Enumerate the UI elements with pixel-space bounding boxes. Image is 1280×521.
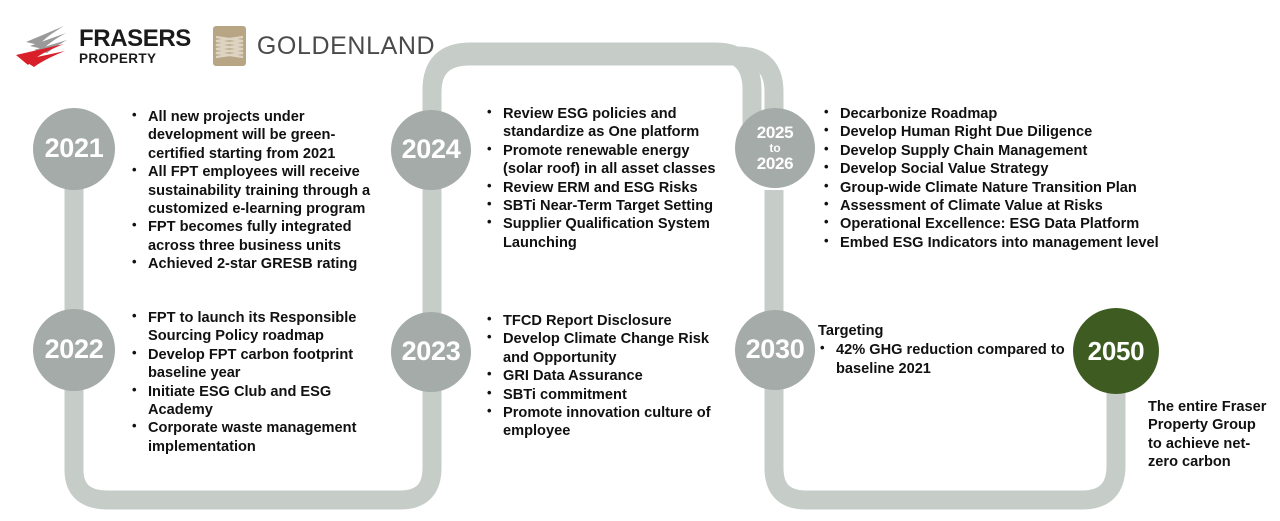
year-label-2023: 2023 xyxy=(401,336,461,367)
bullet-item: 42% GHG reduction compared to baseline 2… xyxy=(818,340,1066,378)
milestone-circle-2022[interactable]: 2022 xyxy=(33,309,115,391)
bullet-list-2025-2026: Decarbonize Roadmap Develop Human Right … xyxy=(822,104,1167,252)
bullet-item: TFCD Report Disclosure xyxy=(485,311,717,330)
bullet-item: Assessment of Climate Value at Risks xyxy=(822,196,1167,215)
year-label-2022: 2022 xyxy=(44,334,104,365)
bullet-item: Group-wide Climate Nature Transition Pla… xyxy=(822,177,1167,197)
bullet-item: Supplier Qualification System Launching xyxy=(485,214,717,252)
bullet-item: Achieved 2-star GRESB rating xyxy=(130,254,376,273)
year-label-2021: 2021 xyxy=(44,133,104,164)
milestone-circle-2050[interactable]: 2050 xyxy=(1073,308,1159,394)
bullet-item: Develop Supply Chain Management xyxy=(822,141,1167,160)
bullet-item: Embed ESG Indicators into management lev… xyxy=(822,233,1167,252)
bullet-item: Review ESG policies and standardize as O… xyxy=(485,104,717,142)
bullet-item: Develop Social Value Strategy xyxy=(822,159,1167,178)
bullet-item: Develop Climate Change Risk and Opportun… xyxy=(485,329,717,367)
logo-bar: FRASERS PROPERTY GOLDENLAND xyxy=(14,20,435,72)
bullet-item: Corporate waste management implementatio… xyxy=(130,418,370,456)
year-label-2024: 2024 xyxy=(401,134,461,165)
bullet-item: Initiate ESG Club and ESG Academy xyxy=(130,382,370,420)
milestone-circle-2024[interactable]: 2024 xyxy=(391,110,471,190)
bullet-list-2023: TFCD Report Disclosure Develop Climate C… xyxy=(485,311,717,441)
bullet-item: SBTi commitment xyxy=(485,384,717,404)
bullet-item: Decarbonize Roadmap xyxy=(822,104,1167,123)
milestone-circle-2025-2026[interactable]: 2025 to 2026 xyxy=(735,108,815,188)
bullet-item: Review ERM and ESG Risks xyxy=(485,177,717,197)
year-connector-to: to xyxy=(769,140,781,155)
frasers-line2: PROPERTY xyxy=(79,50,157,66)
frasers-wordmark: FRASERS PROPERTY xyxy=(79,24,191,66)
year-label-2025: 2025 xyxy=(756,122,794,142)
year-label-2026: 2026 xyxy=(756,154,794,174)
milestone-circle-2021[interactable]: 2021 xyxy=(33,108,115,190)
bullet-item: All new projects under development will … xyxy=(130,107,376,163)
milestone-content-2024: Review ESG policies and standardize as O… xyxy=(485,104,717,252)
frasers-swoosh-icon xyxy=(16,26,67,67)
bullet-item: SBTi Near-Term Target Setting xyxy=(485,196,717,215)
frasers-property-logo: FRASERS PROPERTY xyxy=(14,24,191,68)
bullet-item: GRI Data Assurance xyxy=(485,366,717,385)
bullet-item: Develop Human Right Due Diligence xyxy=(822,122,1167,141)
bullet-item: FPT becomes fully integrated across thre… xyxy=(130,217,376,255)
milestone-note-2050: The entire Fraser Property Group to achi… xyxy=(1148,399,1267,471)
frasers-line1: FRASERS xyxy=(79,24,191,52)
bullet-list-2022: FPT to launch its Responsible Sourcing P… xyxy=(130,308,370,456)
milestone-content-2021: All new projects under development will … xyxy=(130,107,376,273)
milestone-content-2025-2026: Decarbonize Roadmap Develop Human Right … xyxy=(822,104,1167,252)
milestone-content-2030: Targeting 42% GHG reduction compared to … xyxy=(818,322,1066,378)
bullet-item: Operational Excellence: ESG Data Platfor… xyxy=(822,214,1167,233)
bullet-list-2021: All new projects under development will … xyxy=(130,107,376,273)
goldenland-wordmark: GOLDENLAND xyxy=(256,31,436,60)
bullet-item: Develop FPT carbon footprint baseline ye… xyxy=(130,345,370,383)
goldenland-logo: GOLDENLAND xyxy=(212,26,436,66)
bullet-item: Promote renewable energy (solar roof) in… xyxy=(485,141,717,179)
milestone-circle-2030[interactable]: 2030 xyxy=(735,310,815,390)
milestone-content-2022: FPT to launch its Responsible Sourcing P… xyxy=(130,308,370,456)
bullet-item: All FPT employees will receive sustainab… xyxy=(130,162,376,218)
targeting-label: Targeting xyxy=(818,323,884,339)
bullet-list-2030: 42% GHG reduction compared to baseline 2… xyxy=(818,340,1066,378)
bullet-list-2024: Review ESG policies and standardize as O… xyxy=(485,104,717,252)
bullet-item: Promote innovation culture of employee xyxy=(485,403,717,441)
milestone-content-2023: TFCD Report Disclosure Develop Climate C… xyxy=(485,311,717,441)
year-label-2030: 2030 xyxy=(745,334,805,365)
milestone-circle-2023[interactable]: 2023 xyxy=(391,312,471,392)
bullet-item: FPT to launch its Responsible Sourcing P… xyxy=(130,308,370,346)
year-label-2050: 2050 xyxy=(1087,335,1145,366)
goldenland-mark-icon xyxy=(212,26,246,66)
